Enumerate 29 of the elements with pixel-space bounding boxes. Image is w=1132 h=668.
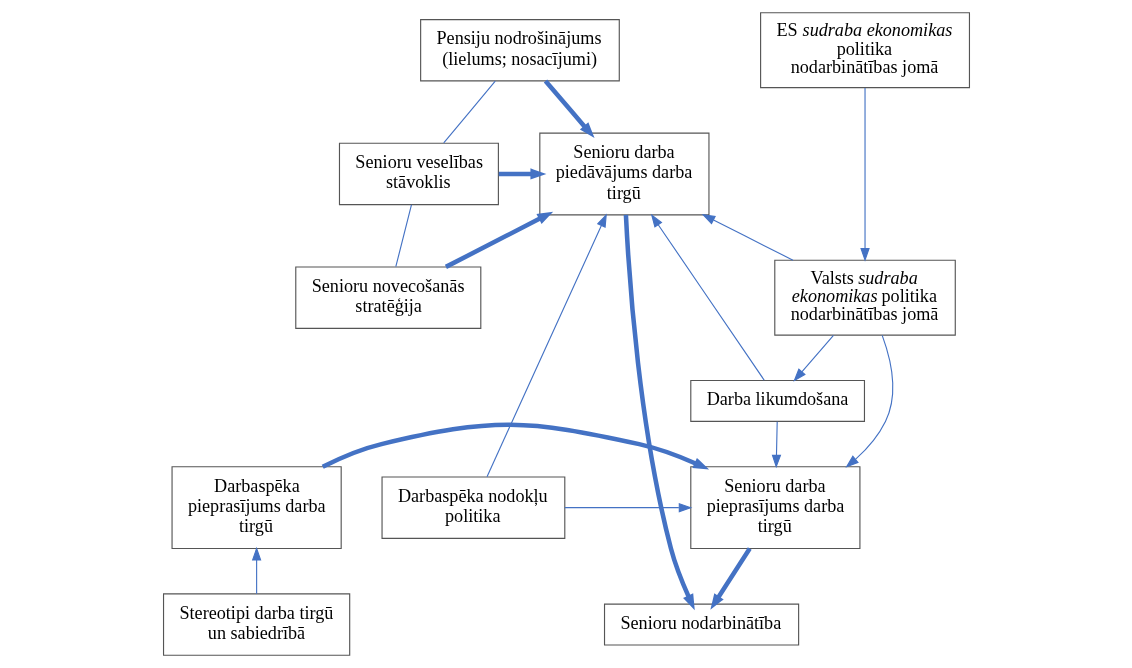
node-box: Senioru veselības stāvoklis: [338, 142, 499, 206]
arrow: [498, 168, 546, 180]
arrow: [701, 214, 794, 261]
arrow: [792, 334, 834, 382]
arrow: [844, 334, 893, 468]
arrow: [321, 422, 709, 470]
node-box: Senioru darba pieprasījums darba tirgū: [689, 466, 860, 550]
node-box: Valsts sudraba ekonomikas politika nodarbinātības jomā: [773, 259, 956, 336]
connector: [442, 80, 496, 144]
node-box: Darbaspēka pieprasījums darba tirgū: [171, 466, 342, 550]
node-box: Pensiju nodrošinājums (lielums; nosacījumi): [419, 19, 620, 82]
node-box: ES sudraba ekonomikas politika nodarbinātības jomā: [759, 12, 970, 89]
node-box: Darba likumdošana: [689, 379, 865, 422]
connector: [394, 204, 412, 268]
arrow: [771, 421, 781, 469]
arrow: [444, 211, 553, 269]
node-box: Senioru nodarbinātība: [603, 603, 799, 646]
node-box: Darbaspēka nodokļu politika: [381, 476, 565, 539]
arrow: [859, 87, 870, 262]
arrow: [251, 546, 261, 595]
arrow: [563, 502, 692, 513]
arrow: [485, 213, 607, 478]
node-box: Stereotipi darba tirgū un sabiedrībā: [162, 593, 350, 656]
node-box: Senioru novecošanās stratēģija: [294, 266, 481, 329]
node-box: Senioru darba piedāvājums darba tirgū: [538, 132, 710, 216]
arrow: [543, 79, 594, 139]
arrow: [709, 547, 752, 610]
arrow: [623, 214, 695, 611]
arrow: [650, 213, 765, 381]
